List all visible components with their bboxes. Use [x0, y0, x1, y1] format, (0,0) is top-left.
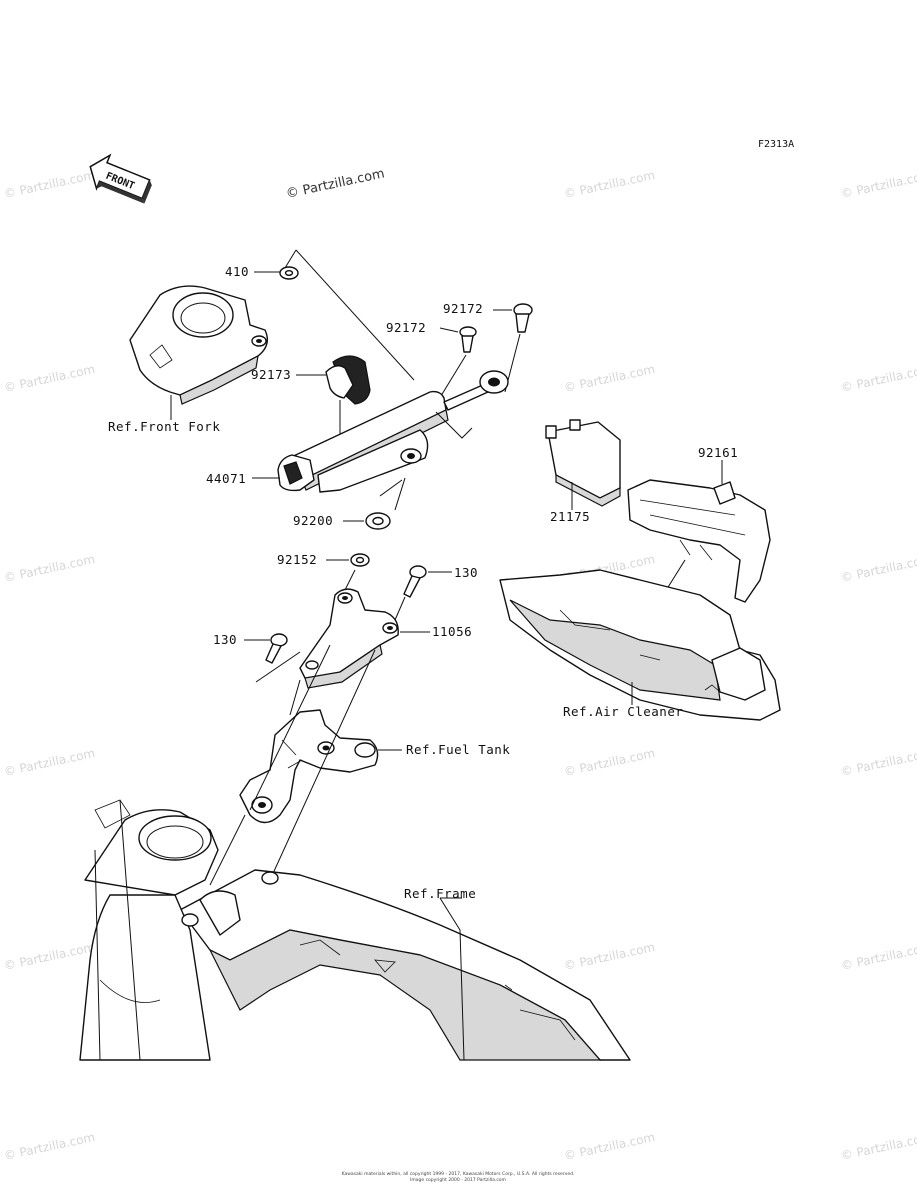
bolt-130-b — [265, 633, 288, 664]
front-fork-clamp — [129, 285, 268, 405]
watermark: © Partzilla.com — [563, 940, 656, 973]
washer-92200 — [365, 512, 391, 530]
watermark: © Partzilla.com — [563, 362, 656, 395]
label-92172-b: 92172 — [443, 301, 483, 316]
watermark: © Partzilla.com — [840, 168, 917, 201]
watermark: © Partzilla.com — [3, 552, 96, 585]
diagram-code: F2313A — [758, 139, 794, 150]
cover-92161 — [627, 479, 771, 603]
watermark: © Partzilla.com — [840, 1130, 917, 1163]
leader-line — [284, 249, 297, 269]
label-44071: 44071 — [206, 471, 246, 486]
watermark: © Partzilla.com — [840, 552, 917, 585]
label-92161: 92161 — [698, 445, 738, 460]
copyright-line-2: Image copyright 2000 - 2017 Partzilla.co… — [410, 1177, 506, 1183]
label-ref-frame: Ref.Frame — [404, 886, 476, 901]
washer-92152 — [350, 553, 370, 567]
label-410: 410 — [225, 264, 249, 279]
label-ref-front-fork: Ref.Front Fork — [108, 419, 220, 434]
label-92200: 92200 — [293, 513, 333, 528]
watermark: © Partzilla.com — [3, 362, 96, 395]
watermark: © Partzilla.com — [840, 746, 917, 779]
steering-damper-44071 — [277, 370, 509, 493]
watermark: © Partzilla.com — [563, 746, 656, 779]
label-21175: 21175 — [550, 509, 590, 524]
label-ref-air-cleaner: Ref.Air Cleaner — [563, 704, 683, 719]
bolt-92172-a — [459, 326, 477, 353]
front-arrow-icon: FRONT — [89, 153, 152, 204]
damper-bracket-92173 — [325, 355, 371, 405]
label-92152: 92152 — [277, 552, 317, 567]
watermark: © Partzilla.com — [3, 168, 96, 201]
watermark: © Partzilla.com — [3, 1130, 96, 1163]
label-92173: 92173 — [251, 367, 291, 382]
label-11056: 11056 — [432, 624, 472, 639]
module-21175 — [545, 419, 621, 507]
air-cleaner — [499, 569, 781, 721]
copyright-line-1: Kawasaki materials within, all copyright… — [342, 1171, 575, 1177]
label-130-b: 130 — [213, 632, 237, 647]
washer-410 — [279, 266, 299, 280]
bracket-11056 — [299, 588, 399, 689]
watermark: © Partzilla.com — [3, 746, 96, 779]
frame — [79, 799, 631, 1061]
leader-line — [295, 249, 415, 381]
watermark: © Partzilla.com — [563, 168, 656, 201]
bolt-92172-b — [513, 303, 533, 333]
watermark: © Partzilla.com — [563, 1130, 656, 1163]
label-130-a: 130 — [454, 565, 478, 580]
label-ref-fuel-tank: Ref.Fuel Tank — [406, 742, 510, 757]
watermark: © Partzilla.com — [840, 940, 917, 973]
watermark: © Partzilla.com — [3, 940, 96, 973]
watermark: © Partzilla.com — [840, 362, 917, 395]
watermark-main: © Partzilla.com — [285, 166, 386, 202]
label-92172-a: 92172 — [386, 320, 426, 335]
bolt-130-a — [403, 565, 427, 598]
fuel-tank-bracket — [239, 709, 379, 824]
